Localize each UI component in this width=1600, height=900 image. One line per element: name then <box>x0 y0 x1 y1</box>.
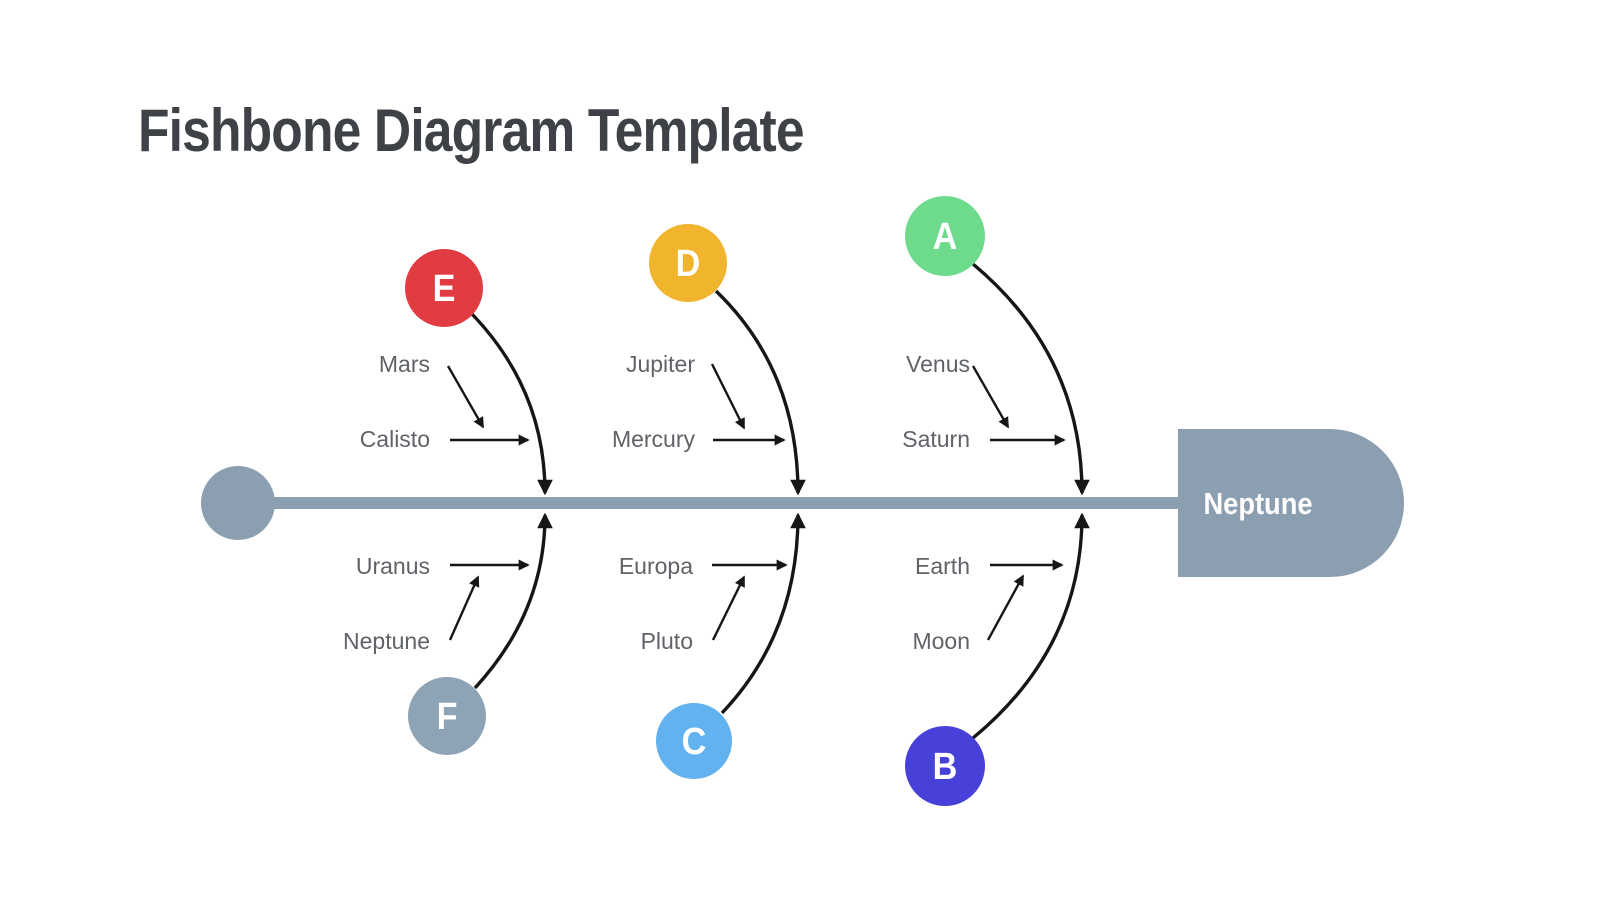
branch-a-bone <box>971 262 1090 496</box>
branch-d-item-0-arrow <box>710 363 746 430</box>
branch-e-bone <box>470 312 553 496</box>
branch-f-circle <box>408 677 486 755</box>
branch-f-item-1-arrow <box>448 575 480 641</box>
branch-f: F Uranus Neptune <box>343 512 553 755</box>
branch-a-item-1-label: Saturn <box>902 426 970 452</box>
branch-f-item-1-label: Neptune <box>343 628 430 654</box>
branch-c-item-1-label: Pluto <box>641 628 693 654</box>
branch-f-item-0-label: Uranus <box>356 553 430 579</box>
branch-a-item-0-arrow <box>971 365 1010 429</box>
branch-f-bone <box>473 512 553 690</box>
branch-e-item-1-label: Calisto <box>360 426 430 452</box>
branch-e-item-0-arrow <box>446 365 485 429</box>
branch-c-bone <box>720 512 806 715</box>
spine: Neptune <box>201 429 1404 577</box>
branch-a-letter: A <box>933 214 958 257</box>
branch-c-letter: C <box>682 719 707 762</box>
branch-e-item-0-label: Mars <box>379 351 430 377</box>
branch-b-letter: B <box>933 744 958 787</box>
page-title: Fishbone Diagram Template <box>138 97 805 164</box>
branch-d-letter: D <box>676 241 701 284</box>
branch-c-item-1-arrow <box>711 575 746 641</box>
branch-f-letter: F <box>437 694 458 737</box>
branch-a-item-0-label: Venus <box>906 351 970 377</box>
head-label: Neptune <box>1203 487 1312 521</box>
branch-b-item-1-arrow <box>986 574 1025 641</box>
branch-b-bone <box>971 512 1090 740</box>
spine-tail-circle <box>201 466 275 540</box>
branch-a: A Venus Saturn <box>902 196 1090 496</box>
branch-c-item-0-label: Europa <box>619 553 693 579</box>
branch-b: B Earth Moon <box>905 512 1090 806</box>
branch-a-circle <box>905 196 985 276</box>
head-shape <box>1178 429 1404 577</box>
branch-d-item-1-label: Mercury <box>612 426 696 452</box>
branch-e-letter: E <box>433 266 456 309</box>
branch-d-circle <box>649 224 727 302</box>
branch-b-item-1-label: Moon <box>912 628 970 654</box>
branch-c: C Europa Pluto <box>619 512 806 779</box>
branch-d-bone <box>714 289 806 496</box>
branch-e-circle <box>405 249 483 327</box>
branch-b-circle <box>905 726 985 806</box>
branch-c-circle <box>656 703 732 779</box>
branch-d-item-0-label: Jupiter <box>626 351 695 377</box>
branch-d: D Jupiter Mercury <box>612 224 806 496</box>
branch-b-item-0-label: Earth <box>915 553 970 579</box>
branch-e: E Mars Calisto <box>360 249 553 496</box>
